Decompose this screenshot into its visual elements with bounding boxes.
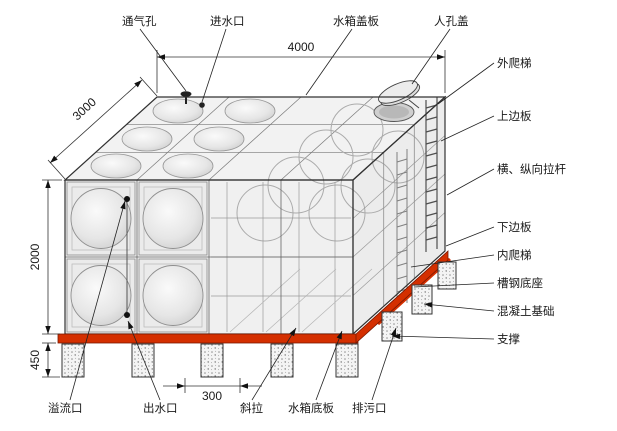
dim-depth: 3000 <box>70 95 99 123</box>
concrete-supports <box>61 261 457 378</box>
label-internal-ladder: 内爬梯 <box>497 248 532 262</box>
label-upper-side-plate: 上边板 <box>497 109 532 123</box>
water-inlet-fitting <box>199 102 205 108</box>
part-labels: 通气孔 进水口 水箱盖板 人孔盖 外爬梯 上边板 横、纵向拉杆 下边板 内爬梯 … <box>48 14 566 415</box>
label-overflow-port: 溢流口 <box>48 401 83 415</box>
label-water-inlet: 进水口 <box>210 15 245 28</box>
base-side-rail <box>355 250 449 344</box>
base-front-rail <box>57 333 359 344</box>
label-support: 支撑 <box>497 332 520 346</box>
label-concrete-foundation: 混凝土基础 <box>497 304 555 318</box>
internal-ladder-drawing <box>396 149 408 306</box>
dim-width: 4000 <box>288 40 315 54</box>
right-face-frame <box>383 125 415 307</box>
label-manhole-cover: 人孔盖 <box>434 14 469 28</box>
floor-grid <box>229 268 373 333</box>
label-external-ladder: 外爬梯 <box>497 57 532 70</box>
front-panels <box>66 181 208 333</box>
label-drain-port: 排污口 <box>352 401 387 415</box>
top-face-grid <box>95 96 415 181</box>
dim-foundation-height: 450 <box>28 350 42 370</box>
label-vent-hole: 通气孔 <box>122 14 157 28</box>
label-lower-side-plate: 下边板 <box>497 220 532 234</box>
label-channel-steel-base: 槽钢底座 <box>497 276 543 290</box>
front-face-grid <box>65 180 353 334</box>
label-outlet-port: 出水口 <box>143 401 178 415</box>
dim-support-spacing: 300 <box>202 389 222 403</box>
label-tank-bottom-plate: 水箱底板 <box>288 401 334 415</box>
manhole-drawing <box>373 80 421 122</box>
label-tie-rods: 横、纵向拉杆 <box>497 162 566 176</box>
dim-height: 2000 <box>28 243 42 270</box>
leader-arrows <box>120 201 433 340</box>
label-diagonal-tie: 斜拉 <box>240 401 263 415</box>
outlet-fitting <box>124 312 130 318</box>
top-dome-plates <box>90 98 276 179</box>
overflow-fitting <box>124 196 130 202</box>
label-tank-cover-plate: 水箱盖板 <box>333 14 379 28</box>
external-ladder-drawing <box>425 97 438 252</box>
tank-body <box>63 80 447 336</box>
leader-lines <box>69 28 495 401</box>
